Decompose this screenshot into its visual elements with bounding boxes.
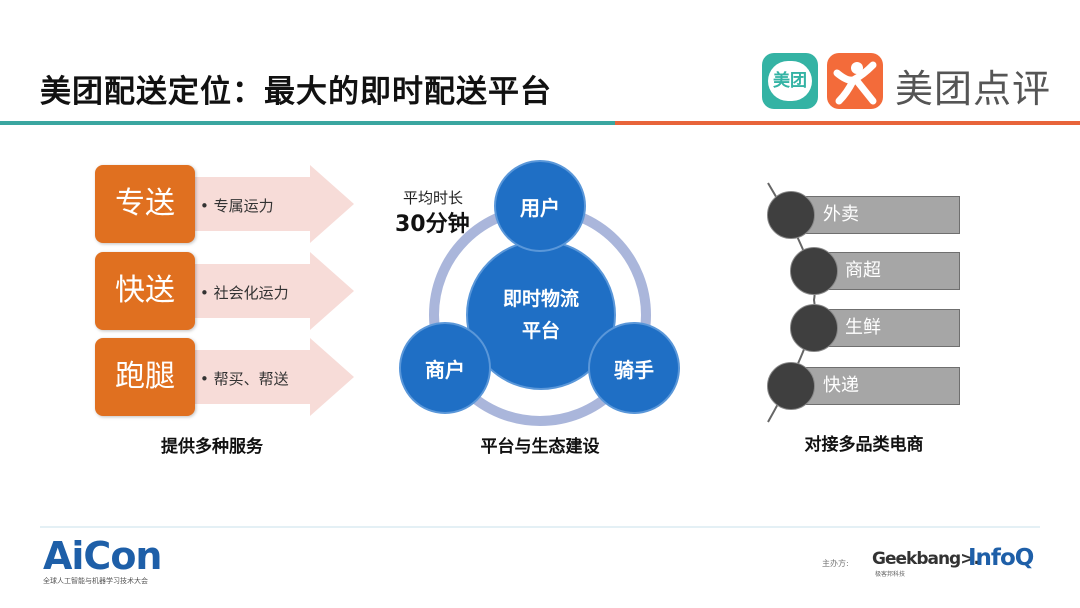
dianping-logo xyxy=(827,53,883,109)
service-paotui: 跑腿 xyxy=(95,338,195,416)
platform-caption: 平台与生态建设 xyxy=(480,437,600,457)
service-kuaisong: 快送 xyxy=(95,252,195,330)
service-desc-3: • 帮买、帮送 xyxy=(200,370,289,388)
center-line-1: 即时物流 xyxy=(502,288,579,310)
center-line-2: 平台 xyxy=(521,320,560,342)
bullet-dot xyxy=(767,362,815,410)
footer-divider xyxy=(40,526,1040,528)
header-divider-teal xyxy=(0,121,615,125)
geekbang-logo: Geekbang>. xyxy=(872,549,980,569)
arrow-2 xyxy=(170,252,354,330)
geekbang-subtitle: 极客邦科技 xyxy=(875,571,906,578)
aicon-logo: AiCon xyxy=(43,534,162,578)
dianping-figure-icon xyxy=(833,61,877,105)
brand-name: 美团点评 xyxy=(895,67,1052,111)
ecommerce-caption: 对接多品类电商 xyxy=(804,435,924,455)
service-zhuansong: 专送 xyxy=(95,165,195,243)
meituan-logo-text: 美团 xyxy=(768,61,812,101)
header-divider-orange xyxy=(615,121,1080,125)
node-user: 用户 xyxy=(494,160,586,252)
service-desc-text: 帮买、帮送 xyxy=(213,370,289,388)
aicon-subtitle: 全球人工智能与机器学习技术大会 xyxy=(43,577,148,585)
service-desc-2: • 社会化运力 xyxy=(200,284,289,302)
arrow-1 xyxy=(170,165,354,243)
service-desc-1: • 专属运力 xyxy=(200,197,274,215)
category-express: 快递 xyxy=(800,367,960,405)
bullet-dot xyxy=(790,247,838,295)
service-desc-text: 社会化运力 xyxy=(213,284,289,302)
services-caption: 提供多种服务 xyxy=(161,437,263,457)
bullet-dot xyxy=(767,191,815,239)
node-rider: 骑手 xyxy=(588,322,680,414)
service-arrows xyxy=(170,165,354,416)
infoq-logo: InfoQ xyxy=(968,545,1034,571)
meituan-logo: 美团 xyxy=(762,53,818,109)
arrow-3 xyxy=(170,338,354,416)
avg-label: 平均时长 xyxy=(403,189,464,207)
avg-value: 30分钟 xyxy=(395,212,470,237)
service-desc-text: 专属运力 xyxy=(213,197,274,215)
category-takeout: 外卖 xyxy=(800,196,960,234)
slide-title: 美团配送定位：最大的即时配送平台 xyxy=(40,74,552,110)
bullet-dot xyxy=(790,304,838,352)
node-merchant: 商户 xyxy=(399,322,491,414)
organizer-label: 主办方: xyxy=(822,559,849,568)
